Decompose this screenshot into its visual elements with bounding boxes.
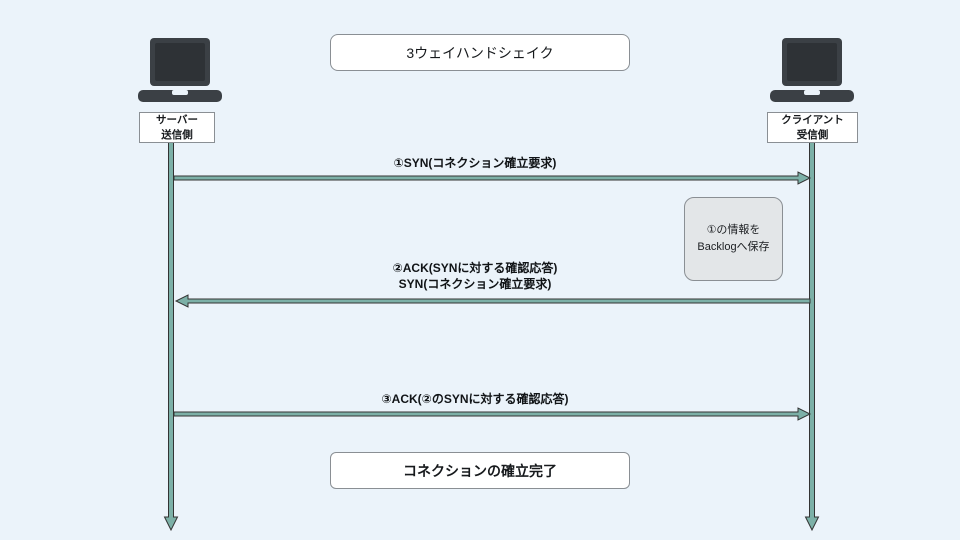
laptop-base bbox=[138, 90, 222, 102]
completion-box: コネクションの確立完了 bbox=[330, 452, 630, 489]
client-laptop-icon bbox=[770, 38, 854, 102]
backlog-note-box: ①の情報を Backlogへ保存 bbox=[684, 197, 783, 281]
ack-message-text: ③ACK(②のSYNに対する確認応答) bbox=[381, 392, 569, 406]
laptop-notch bbox=[804, 90, 820, 95]
laptop-display bbox=[787, 43, 837, 81]
laptop-base bbox=[770, 90, 854, 102]
ack-message-label: ③ACK(②のSYNに対する確認応答) bbox=[173, 391, 777, 407]
synack-message-label: ②ACK(SYNに対する確認応答) SYN(コネクション確立要求) bbox=[173, 260, 777, 292]
syn-message-text: ①SYN(コネクション確立要求) bbox=[393, 156, 557, 170]
client-side-label: 受信側 bbox=[796, 128, 829, 141]
ack-arrow bbox=[173, 407, 812, 421]
completion-text: コネクションの確立完了 bbox=[403, 462, 557, 479]
client-role-label: クライアント bbox=[781, 114, 844, 127]
synack-message-text-2: SYN(コネクション確立要求) bbox=[398, 277, 552, 292]
syn-message-label: ①SYN(コネクション確立要求) bbox=[173, 155, 777, 171]
server-lifeline-arrow bbox=[163, 141, 179, 532]
syn-arrow bbox=[173, 171, 812, 185]
server-laptop-icon bbox=[138, 38, 222, 102]
server-side-label: 送信側 bbox=[161, 128, 193, 141]
client-label-box: クライアント 受信側 bbox=[767, 112, 858, 143]
server-role-label: サーバー bbox=[156, 114, 198, 127]
synack-message-text-1: ②ACK(SYNに対する確認応答) bbox=[392, 261, 558, 275]
title-box: 3ウェイハンドシェイク bbox=[330, 34, 630, 71]
server-label-box: サーバー 送信側 bbox=[139, 112, 215, 143]
client-lifeline-arrow bbox=[804, 141, 820, 532]
laptop-notch bbox=[172, 90, 188, 95]
laptop-display bbox=[155, 43, 205, 81]
note-line-1: ①の情報を bbox=[706, 223, 761, 236]
diagram-title: 3ウェイハンドシェイク bbox=[406, 44, 554, 61]
synack-arrow bbox=[174, 294, 811, 308]
note-line-2: Backlogへ保存 bbox=[697, 241, 770, 253]
